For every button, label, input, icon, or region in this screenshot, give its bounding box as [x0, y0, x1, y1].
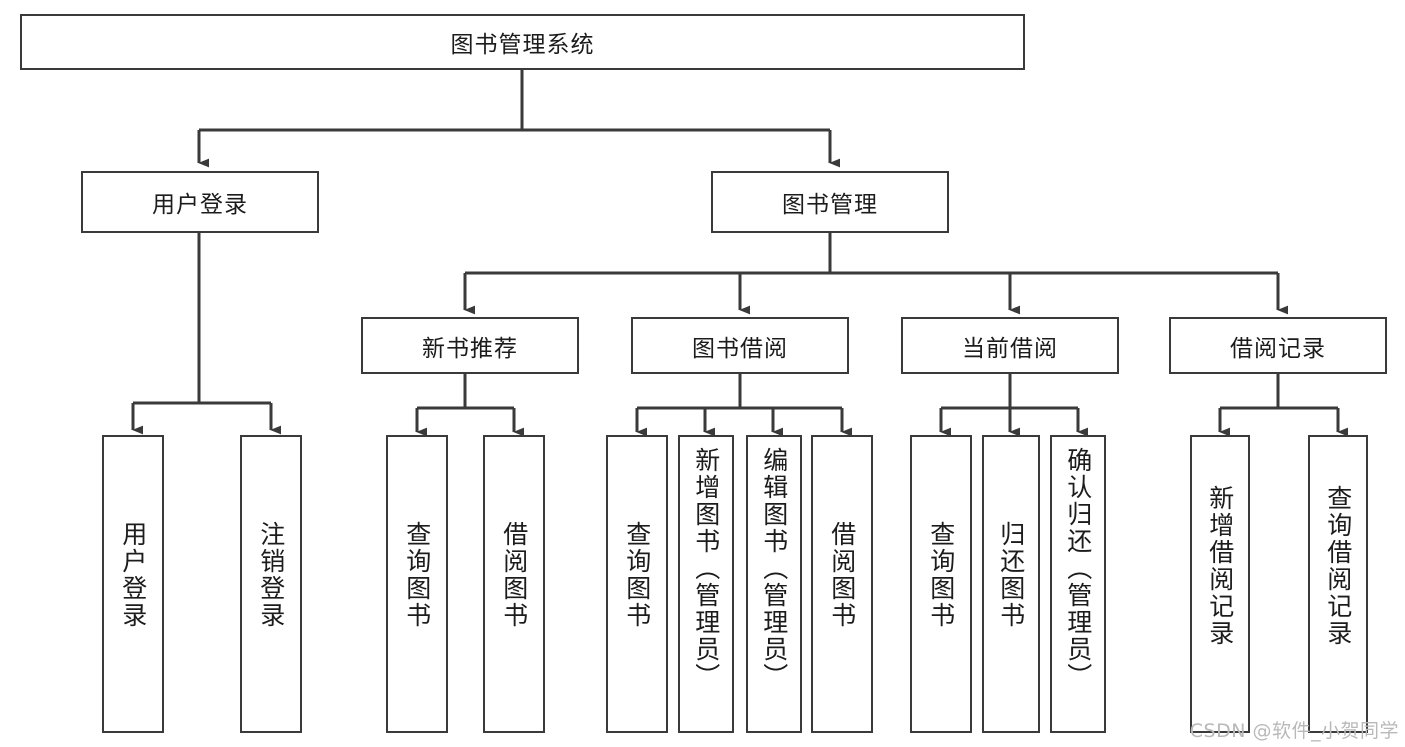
node-label: 新增借阅记录 [1205, 485, 1235, 647]
leaf-records-add-record[interactable]: 新增借阅记录 [1190, 435, 1250, 733]
leaf-borrow-borrow-book[interactable]: 借阅图书 [811, 435, 873, 733]
node-label: 用户登录 [152, 192, 248, 218]
leaf-borrow-edit-book-admin[interactable]: 编辑图书（管理员） [746, 435, 802, 733]
node-label: 用户登录 [118, 521, 148, 629]
leaf-borrow-query-book[interactable]: 查询图书 [606, 435, 668, 733]
csdn-watermark: CSDN @软件_小贺同学 [1189, 720, 1399, 742]
leaf-borrow-add-book-admin[interactable]: 新增图书（管理员） [678, 435, 734, 733]
node-book-management[interactable]: 图书管理 [711, 171, 949, 233]
node-root-system[interactable]: 图书管理系统 [20, 14, 1025, 70]
node-label: 借阅图书 [827, 521, 857, 629]
leaf-records-query-record[interactable]: 查询借阅记录 [1308, 435, 1368, 733]
leaf-current-return-book[interactable]: 归还图书 [982, 435, 1040, 733]
node-label: 查询图书 [926, 521, 956, 629]
node-label: 借阅图书 [499, 521, 529, 629]
node-label: 图书管理系统 [450, 32, 595, 58]
node-user-login[interactable]: 用户登录 [81, 171, 319, 233]
leaf-user-login-logout[interactable]: 注销登录 [240, 435, 302, 733]
node-new-book-recommend[interactable]: 新书推荐 [361, 317, 579, 374]
node-current-borrow[interactable]: 当前借阅 [901, 317, 1119, 374]
leaf-current-query-book[interactable]: 查询图书 [910, 435, 972, 733]
node-label: 图书借阅 [692, 335, 788, 362]
leaf-user-login-login[interactable]: 用户登录 [102, 435, 164, 733]
node-label: 查询图书 [622, 521, 652, 629]
leaf-current-confirm-return-admin[interactable]: 确认归还（管理员） [1050, 435, 1106, 733]
node-label: 查询借阅记录 [1323, 485, 1353, 647]
node-label: 编辑图书（管理员） [759, 447, 789, 690]
node-borrow-records[interactable]: 借阅记录 [1169, 317, 1387, 374]
node-label: 新增图书（管理员） [691, 447, 721, 690]
node-label: 新书推荐 [422, 335, 518, 362]
node-label: 确认归还（管理员） [1063, 447, 1093, 690]
node-label: 当前借阅 [962, 335, 1058, 362]
node-label: 借阅记录 [1230, 335, 1326, 362]
node-label: 查询图书 [402, 521, 432, 629]
node-label: 注销登录 [256, 521, 286, 629]
node-book-borrow[interactable]: 图书借阅 [631, 317, 849, 374]
node-label: 图书管理 [782, 192, 878, 218]
leaf-recommend-borrow-book[interactable]: 借阅图书 [483, 435, 545, 733]
leaf-recommend-query-book[interactable]: 查询图书 [386, 435, 448, 733]
node-label: 归还图书 [996, 521, 1026, 629]
